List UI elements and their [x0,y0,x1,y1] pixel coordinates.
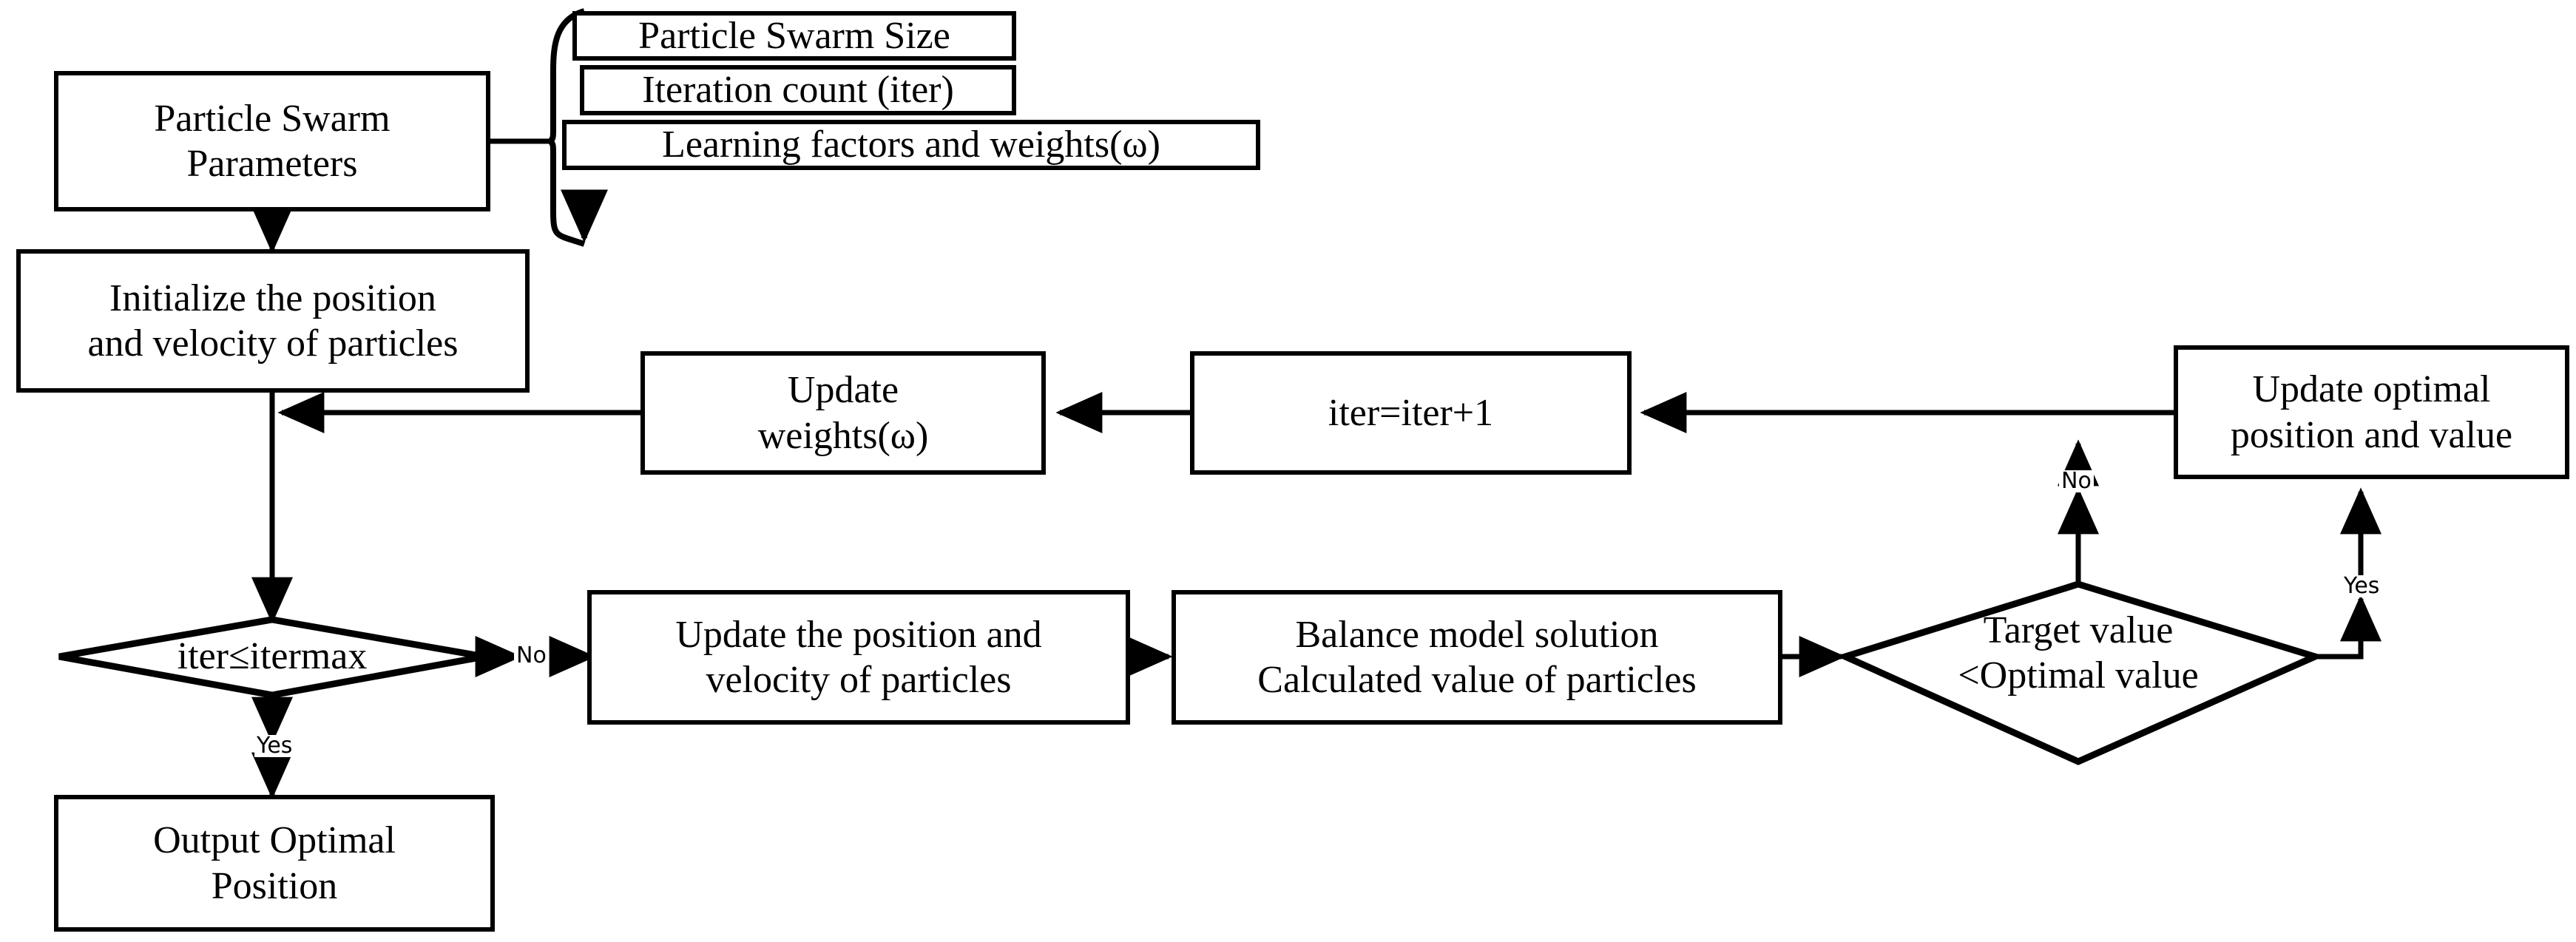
edge-label-text: No [516,643,547,668]
connector-targetcheck-yes [2315,487,2381,660]
edge-label-itercheck-yes: Yes [254,733,295,759]
edge-label-itercheck-no: No [514,645,549,667]
node-label: Particle Swarm Parameters [154,97,391,185]
node-label: Iteration count (iter) [642,69,954,112]
edge-label-text: Yes [2344,573,2380,599]
edge-label-targetcheck-yes: Yes [2342,573,2382,599]
node-particle-swarm-parameters[interactable]: Particle Swarm Parameters [54,71,490,211]
node-label: Initialize the position and velocity of … [87,277,459,365]
node-label: Balance model solution Calculated value … [1257,613,1697,701]
node-iteration-count[interactable]: Iteration count (iter) [580,65,1016,115]
node-balance-model-solution[interactable]: Balance model solution Calculated value … [1172,590,1782,725]
node-label: Update the position and velocity of part… [675,613,1042,701]
node-label: Particle Swarm Size [638,14,950,57]
node-update-position-velocity[interactable]: Update the position and velocity of part… [587,590,1130,725]
node-particle-swarm-size[interactable]: Particle Swarm Size [572,11,1016,61]
node-output-optimal-position[interactable]: Output Optimal Position [54,795,495,932]
edge-label-text: No [2061,468,2092,494]
node-update-optimal-position-value[interactable]: Update optimal position and value [2174,345,2569,479]
node-label: Update weights(ω) [757,369,929,457]
node-update-weights[interactable]: Update weights(ω) [640,351,1046,475]
node-label: Update optimal position and value [2230,368,2513,456]
node-label: iter=iter+1 [1328,391,1494,434]
node-label: Output Optimal Position [153,819,396,907]
edge-label-text: Yes [257,733,293,759]
iter-check-diamond [58,616,485,699]
node-iter-increment[interactable]: iter=iter+1 [1190,351,1632,475]
node-initialize-position-velocity[interactable]: Initialize the position and velocity of … [16,249,530,393]
edge-label-targetcheck-no: No [2059,470,2094,492]
node-label: Learning factors and weights(ω) [662,123,1160,166]
curly-brace [545,8,586,247]
node-learning-factors[interactable]: Learning factors and weights(ω) [562,120,1260,170]
target-check-diamond [1836,580,2325,765]
